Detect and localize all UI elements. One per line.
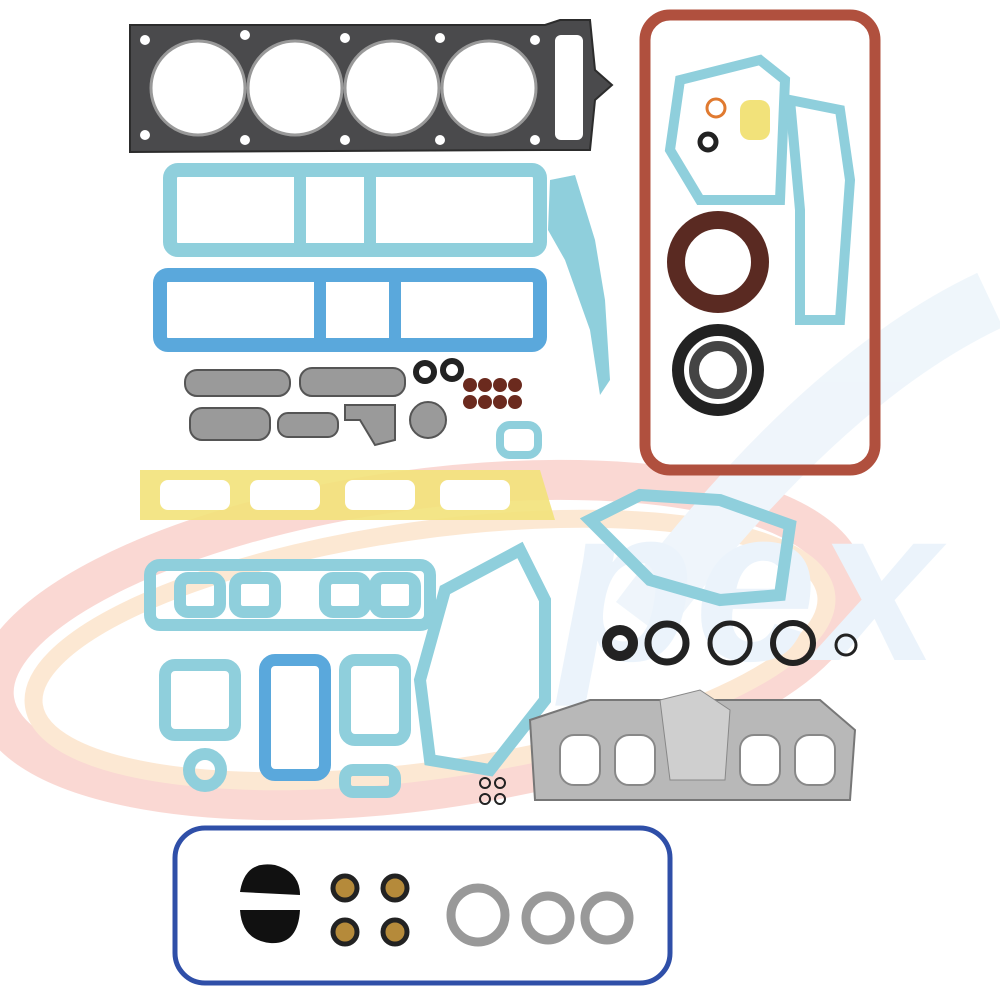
spark-plug-tube-seals [413, 358, 464, 384]
manifold-paper-gasket [144, 559, 436, 631]
intake-gasket-blue [153, 268, 547, 352]
timing-cover-gasket [579, 488, 797, 607]
front-cover-gaskets [664, 54, 856, 325]
oil-pan-gasket [639, 9, 881, 476]
o-rings [479, 620, 858, 805]
plenum-gasket [163, 163, 547, 257]
valve-cover-gasket [172, 825, 673, 986]
intake-manifold-gasket [140, 470, 555, 520]
crankshaft-seals [667, 97, 770, 416]
spark-plug-grommets [330, 873, 410, 947]
exhaust-rings [446, 883, 634, 947]
water-pump-gasket [413, 541, 551, 777]
timing-cover-strip-gasket [548, 175, 610, 395]
cylinder-head-gasket [129, 19, 614, 154]
exhaust-manifold-gasket-with-shield [528, 689, 857, 801]
svg-text:pex: pex [555, 461, 947, 707]
throttle-body-gaskets [159, 654, 411, 798]
small-paper-gasket [496, 421, 542, 459]
half-moon-seals [240, 864, 300, 944]
valve-stem-seals [463, 378, 522, 409]
small-egr-gaskets [184, 367, 447, 447]
